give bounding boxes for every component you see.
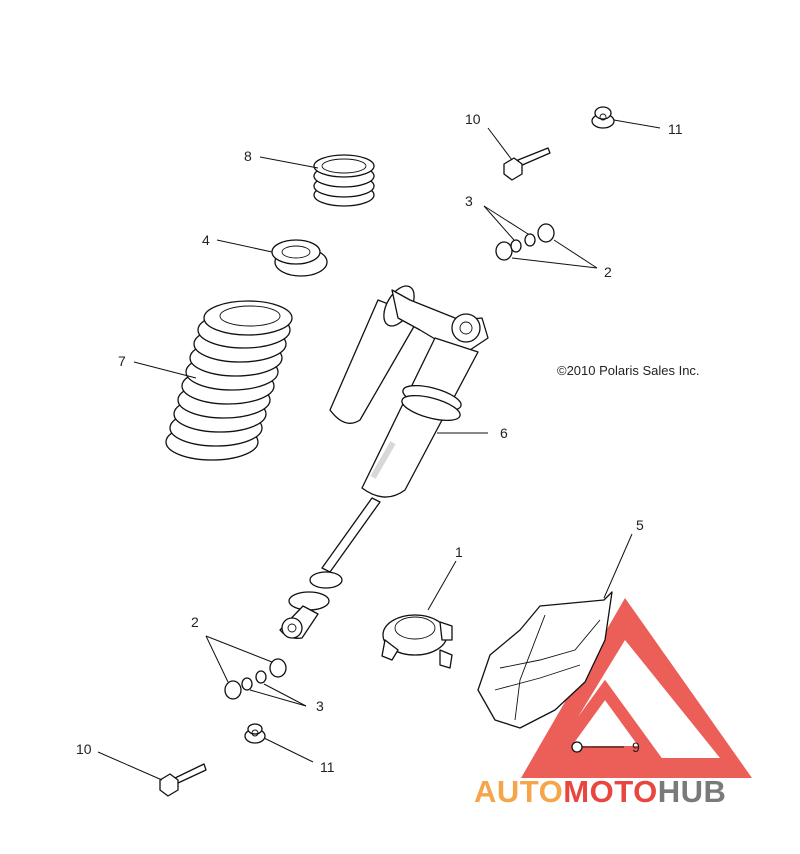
watermark-part-hub: HUB [658, 774, 727, 809]
callout-4: 4 [202, 232, 210, 248]
callout-2-top: 2 [604, 264, 612, 280]
callout-10-bottom: 10 [76, 741, 92, 757]
part-11-nut-bottom [244, 723, 266, 744]
callout-numbers: 1 2 2 3 3 4 5 6 7 8 9 10 10 11 11 [76, 111, 683, 775]
part-2-3-bushings-bottom [224, 658, 287, 700]
callout-3-top: 3 [465, 193, 473, 209]
watermark-wordmark: AUTOMOTOHUB [474, 774, 726, 809]
part-9-screw [571, 741, 593, 753]
callout-11-top: 11 [668, 121, 683, 137]
callout-1: 1 [455, 544, 463, 560]
watermark-logo [521, 598, 752, 778]
leader-lines [97, 119, 661, 781]
part-4-spring-seat [271, 239, 328, 277]
part-6-shock-absorber [279, 285, 489, 639]
callout-9: 9 [632, 739, 640, 755]
part-7-coil-spring [165, 300, 293, 461]
callout-8: 8 [244, 148, 252, 164]
part-10-bolt-top [503, 147, 551, 181]
callout-3-bottom: 3 [316, 698, 324, 714]
callout-11-bottom: 11 [320, 759, 335, 775]
part-1-lower-retainer [381, 614, 453, 669]
watermark-part-auto: AUTO [474, 774, 563, 809]
callout-7: 7 [118, 353, 126, 369]
copyright-notice: ©2010 Polaris Sales Inc. [557, 363, 700, 378]
part-5-shock-guard [477, 591, 613, 729]
part-2-3-bushings-top [495, 223, 555, 261]
watermark-part-moto: MOTO [563, 774, 657, 809]
part-11-nut-top [591, 106, 615, 129]
part-10-bolt-bottom [159, 763, 207, 797]
callout-6: 6 [500, 425, 508, 441]
callout-5: 5 [636, 517, 644, 533]
part-8-bump-spring [313, 154, 375, 207]
callout-10-top: 10 [465, 111, 481, 127]
callout-2-bottom: 2 [191, 614, 199, 630]
